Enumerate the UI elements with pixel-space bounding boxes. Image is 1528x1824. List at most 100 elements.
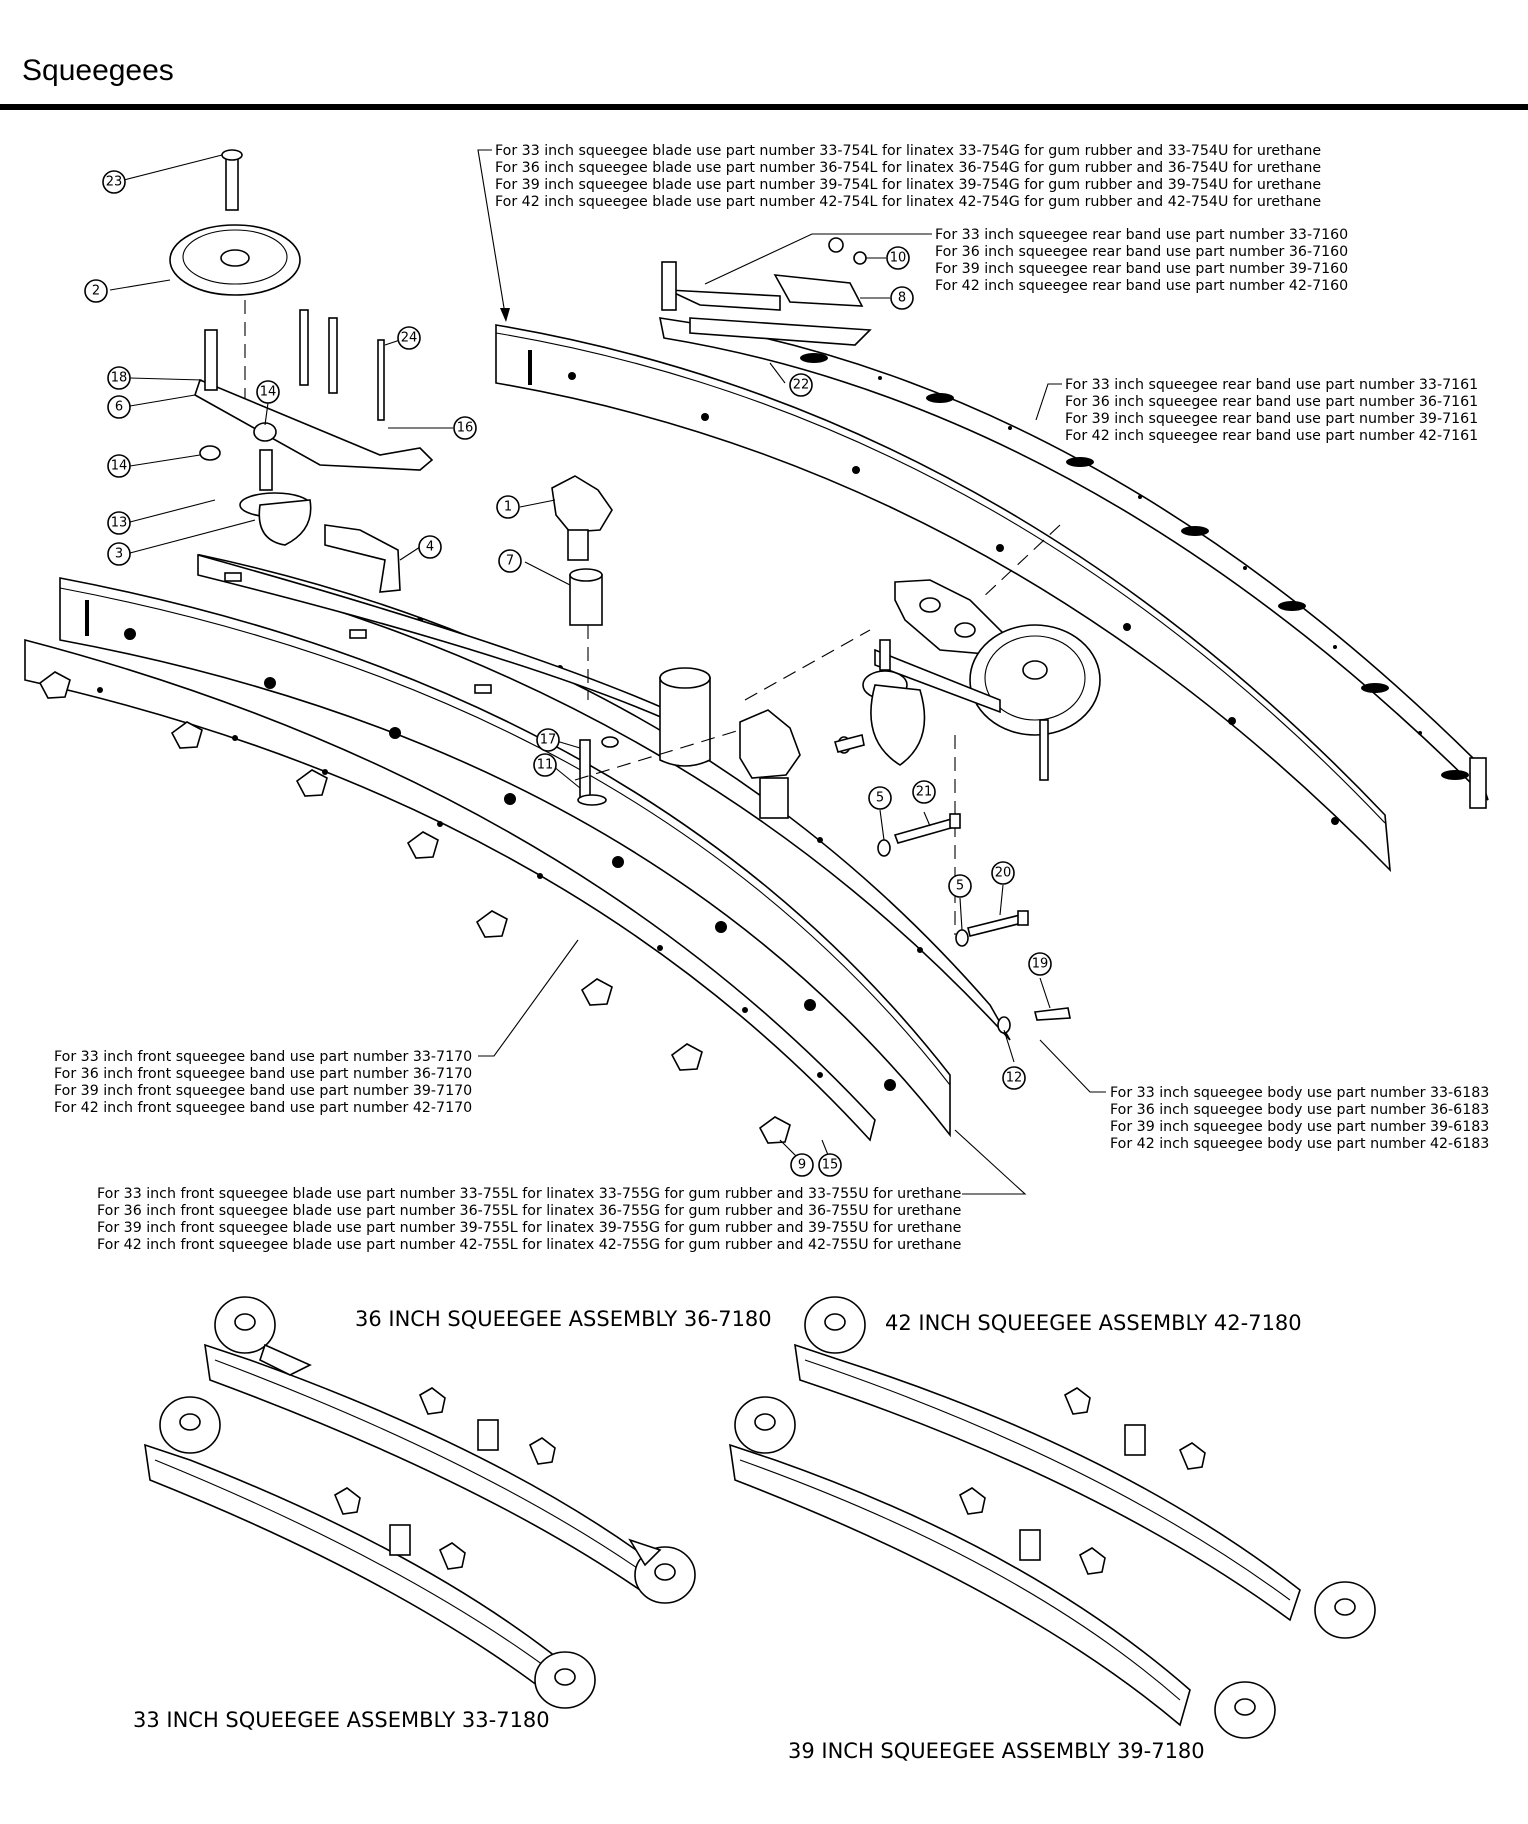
callout-17: 17 bbox=[536, 728, 560, 752]
assembly-33-label: 33 INCH SQUEEGEE ASSEMBLY 33-7180 bbox=[133, 1708, 550, 1732]
rear-bracket-plates bbox=[661, 237, 872, 346]
svg-text:16: 16 bbox=[457, 421, 474, 436]
svg-text:7: 7 bbox=[506, 554, 514, 569]
knob-1 bbox=[551, 475, 613, 533]
bolt-20 bbox=[967, 914, 1023, 937]
callout-11: 11 bbox=[533, 753, 557, 777]
svg-text:20: 20 bbox=[995, 866, 1012, 881]
callout-3: 3 bbox=[107, 542, 131, 566]
callout-7: 7 bbox=[498, 549, 522, 573]
rear-band-7161 bbox=[495, 324, 1392, 873]
svg-text:24: 24 bbox=[401, 331, 418, 346]
note-line: For 39 inch squeegee rear band use part … bbox=[935, 261, 1348, 277]
page-title: Squeegees bbox=[22, 54, 174, 87]
note-line: For 39 inch squeegee blade use part numb… bbox=[495, 177, 1321, 193]
note-line: For 42 inch front squeegee band use part… bbox=[54, 1100, 472, 1116]
sleeve bbox=[659, 677, 711, 767]
callout-12: 12 bbox=[1002, 1066, 1026, 1090]
assembly-36 bbox=[204, 1296, 696, 1604]
left-wheel-assembly bbox=[169, 149, 434, 593]
note-rear-band-7161: For 33 inch squeegee rear band use part … bbox=[1065, 377, 1478, 444]
callout-22: 22 bbox=[789, 373, 813, 397]
svg-text:5: 5 bbox=[956, 879, 964, 894]
note-line: For 33 inch front squeegee band use part… bbox=[54, 1049, 472, 1065]
arrowhead bbox=[500, 308, 510, 322]
caster-plate bbox=[194, 378, 434, 471]
leader-line bbox=[704, 233, 932, 285]
callout-10: 10 bbox=[886, 246, 910, 270]
note-line: For 33 inch squeegee blade use part numb… bbox=[495, 143, 1321, 159]
note-line: For 36 inch squeegee rear band use part … bbox=[1065, 394, 1478, 410]
svg-text:18: 18 bbox=[111, 371, 128, 386]
note-line: For 39 inch front squeegee blade use par… bbox=[97, 1220, 961, 1236]
callout-4: 4 bbox=[418, 535, 442, 559]
note-line: For 42 inch squeegee rear band use part … bbox=[935, 278, 1348, 294]
right-caster-wheel bbox=[870, 684, 926, 766]
svg-text:10: 10 bbox=[890, 251, 907, 266]
note-line: For 36 inch front squeegee band use part… bbox=[54, 1066, 472, 1082]
title-divider bbox=[0, 104, 1528, 110]
assembly-33 bbox=[144, 1396, 596, 1709]
callout-24: 24 bbox=[397, 326, 421, 350]
svg-text:11: 11 bbox=[537, 758, 554, 773]
note-line: For 42 inch squeegee rear band use part … bbox=[1065, 428, 1478, 444]
svg-text:9: 9 bbox=[798, 1158, 806, 1173]
note-line: For 42 inch squeegee blade use part numb… bbox=[495, 194, 1321, 210]
svg-text:6: 6 bbox=[115, 400, 123, 415]
svg-text:17: 17 bbox=[540, 733, 557, 748]
note-line: For 39 inch squeegee body use part numbe… bbox=[1110, 1119, 1489, 1135]
note-line: For 36 inch front squeegee blade use par… bbox=[97, 1203, 961, 1219]
note-line: For 33 inch front squeegee blade use par… bbox=[97, 1186, 961, 1202]
svg-text:21: 21 bbox=[916, 785, 933, 800]
assembly-39-label: 39 INCH SQUEEGEE ASSEMBLY 39-7180 bbox=[788, 1739, 1205, 1763]
svg-text:14: 14 bbox=[260, 385, 277, 400]
callout-19: 19 bbox=[1028, 952, 1052, 976]
callout-2: 2 bbox=[84, 279, 108, 303]
band-clamps bbox=[38, 671, 791, 1144]
note-squeegee-blade: For 33 inch squeegee blade use part numb… bbox=[495, 143, 1321, 210]
note-line: For 42 inch squeegee body use part numbe… bbox=[1110, 1136, 1489, 1152]
svg-text:19: 19 bbox=[1032, 957, 1049, 972]
note-front-blade: For 33 inch front squeegee blade use par… bbox=[97, 1186, 961, 1253]
bolt-23 bbox=[225, 154, 239, 211]
callout-23: 23 bbox=[102, 170, 126, 194]
leader-line bbox=[478, 939, 579, 1057]
callout-1: 1 bbox=[496, 495, 520, 519]
note-front-band: For 33 inch front squeegee band use part… bbox=[54, 1049, 472, 1116]
note-body: For 33 inch squeegee body use part numbe… bbox=[1110, 1085, 1489, 1152]
center-hardware bbox=[551, 475, 801, 819]
leader-line bbox=[1035, 383, 1062, 421]
leader-line bbox=[1039, 1039, 1106, 1093]
svg-text:12: 12 bbox=[1006, 1071, 1023, 1086]
note-line: For 33 inch squeegee rear band use part … bbox=[1065, 377, 1478, 393]
svg-text:14: 14 bbox=[111, 459, 128, 474]
note-line: For 36 inch squeegee blade use part numb… bbox=[495, 160, 1321, 176]
callout-5a: 5 bbox=[868, 786, 892, 810]
knob-center bbox=[739, 709, 801, 779]
svg-text:2: 2 bbox=[92, 284, 100, 299]
note-line: For 36 inch squeegee body use part numbe… bbox=[1110, 1102, 1489, 1118]
callout-15: 15 bbox=[818, 1153, 842, 1177]
note-line: For 33 inch squeegee rear band use part … bbox=[935, 227, 1348, 243]
rear-band-7160 bbox=[658, 317, 1489, 809]
assembly-39 bbox=[729, 1396, 1276, 1739]
svg-text:23: 23 bbox=[106, 175, 123, 190]
svg-text:4: 4 bbox=[426, 540, 434, 555]
leader-line bbox=[954, 1129, 1027, 1195]
callout-18: 18 bbox=[107, 366, 131, 390]
callout-6: 6 bbox=[107, 395, 131, 419]
svg-text:15: 15 bbox=[822, 1158, 839, 1173]
right-wheel bbox=[969, 624, 1101, 736]
svg-text:13: 13 bbox=[111, 516, 128, 531]
callouts: 23 2 24 18 6 14 14 16 13 3 4 10 8 22 1 7… bbox=[84, 170, 1052, 1177]
front-squeegee-band bbox=[24, 638, 876, 1142]
right-wheel-assembly bbox=[574, 524, 1101, 935]
svg-text:3: 3 bbox=[115, 547, 123, 562]
callout-21: 21 bbox=[912, 780, 936, 804]
note-line: For 33 inch squeegee body use part numbe… bbox=[1110, 1085, 1489, 1101]
front-squeegee-blade bbox=[59, 577, 951, 1138]
note-line: For 39 inch front squeegee band use part… bbox=[54, 1083, 472, 1099]
spacer-7 bbox=[569, 574, 603, 626]
bolt-19 bbox=[1034, 1007, 1071, 1021]
